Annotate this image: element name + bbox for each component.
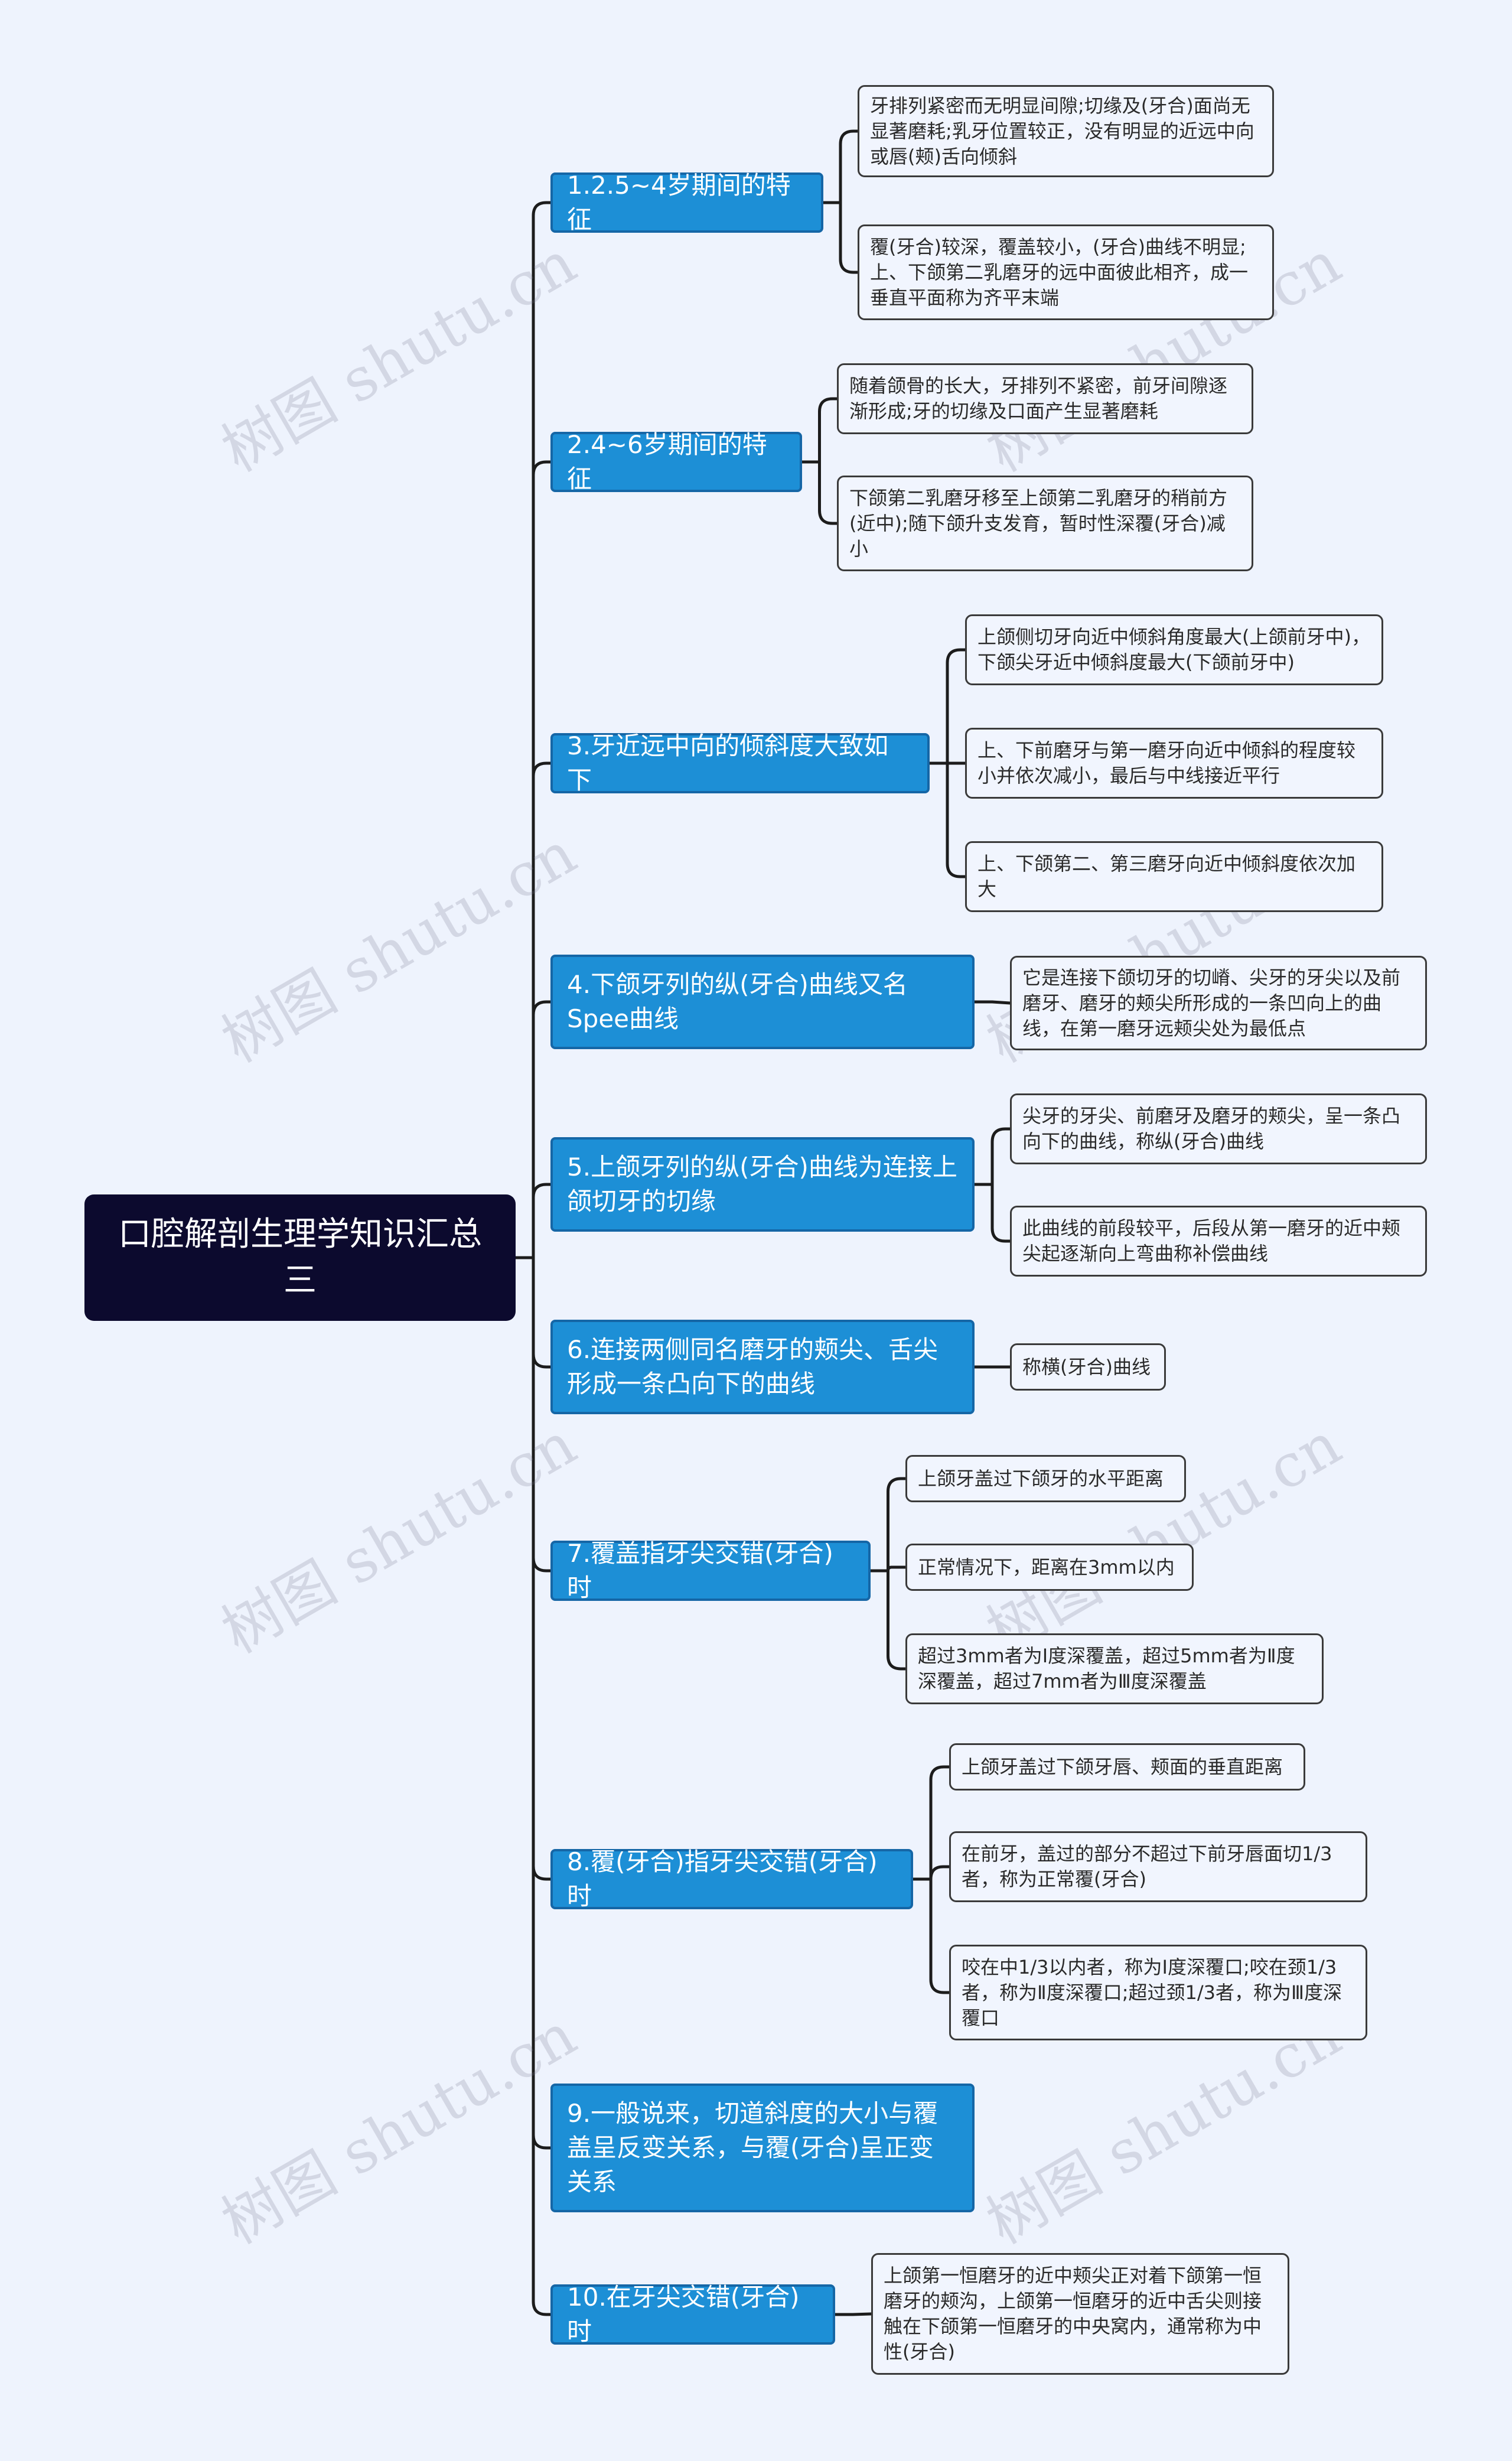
root-connector (532, 761, 552, 1259)
leaf-node[interactable]: 上、下前磨牙与第一磨牙向近中倾斜的程度较小并依次减小，最后与中线接近平行 (965, 728, 1383, 799)
root-connector (532, 1256, 552, 1573)
leaf-text: 上颌牙盖过下颌牙的水平距离 (918, 1467, 1164, 1490)
leaf-text: 咬在中1/3以内者，称为Ⅰ度深覆口;咬在颈1/3者，称为Ⅱ度深覆口;超过颈1/3… (962, 1955, 1342, 2029)
leaf-node[interactable]: 上颌第一恒磨牙的近中颊尖正对着下颌第一恒磨牙的颊沟，上颌第一恒磨牙的近中舌尖则接… (871, 2253, 1289, 2375)
leaf-text: 牙排列紧密而无明显间隙;切缘及(牙合)面尚无显著磨耗;乳牙位置较正，没有明显的近… (870, 94, 1254, 168)
leaf-node[interactable]: 正常情况下，距离在3mm以内 (905, 1544, 1194, 1591)
leaf-node[interactable]: 称横(牙合)曲线 (1010, 1343, 1166, 1391)
leaf-node[interactable]: 上、下颌第二、第三磨牙向近中倾斜度依次加大 (965, 841, 1383, 912)
branch-node[interactable]: 5.上颌牙列的纵(牙合)曲线为连接上颌切牙的切缘 (550, 1137, 975, 1232)
branch-label: 1.2.5~4岁期间的特征 (567, 171, 791, 234)
root-label: 口腔解剖生理学知识汇总三 (118, 1215, 482, 1300)
root-connector (532, 201, 552, 1259)
branch-connector (929, 1765, 951, 1881)
branch-label: 6.连接两侧同名磨牙的颊尖、舌尖形成一条凸向下的曲线 (567, 1335, 939, 1398)
branch-label: 9.一般说来，切道斜度的大小与覆盖呈反变关系，与覆(牙合)呈正变关系 (567, 2099, 939, 2196)
branch-node[interactable]: 4.下颌牙列的纵(牙合)曲线又名Spee曲线 (550, 955, 975, 1049)
leaf-text: 在前牙，盖过的部分不超过下前牙唇面切1/3者，称为正常覆(牙合) (962, 1843, 1332, 1890)
branch-label: 8.覆(牙合)指牙尖交错(牙合)时 (567, 1847, 878, 1910)
leaf-node[interactable]: 上颌牙盖过下颌牙的水平距离 (905, 1455, 1186, 1502)
leaf-node[interactable]: 下颌第二乳磨牙移至上颌第二乳磨牙的稍前方(近中);随下颌升支发育，暂时性深覆(牙… (837, 476, 1253, 571)
root-connector (532, 1183, 552, 1259)
branch-connector (946, 761, 967, 878)
leaf-text: 随着颌骨的长大，牙排列不紧密，前牙间隙逐渐形成;牙的切缘及口面产生显著磨耗 (849, 375, 1228, 422)
root-connector (532, 1256, 552, 2150)
leaf-node[interactable]: 超过3mm者为Ⅰ度深覆盖，超过5mm者为Ⅱ度深覆盖，超过7mm者为Ⅲ度深覆盖 (905, 1633, 1324, 1704)
branch-connector (887, 1565, 907, 1573)
leaf-text: 下颌第二乳磨牙移至上颌第二乳磨牙的稍前方(近中);随下颌升支发育，暂时性深覆(牙… (849, 486, 1228, 560)
root-connector (532, 1256, 552, 2316)
branch-connector (990, 1000, 1012, 1005)
leaf-text: 它是连接下颌切牙的切嵴、尖牙的牙尖以及前磨牙、磨牙的颊尖所形成的一条凹向上的曲线… (1022, 966, 1401, 1040)
branch-label: 4.下颌牙列的纵(牙合)曲线又名Spee曲线 (567, 970, 908, 1033)
branch-connector (990, 1127, 1012, 1186)
branch-connector (929, 1877, 951, 1994)
branch-node[interactable]: 9.一般说来，切道斜度的大小与覆盖呈反变关系，与覆(牙合)呈正变关系 (550, 2084, 975, 2212)
leaf-text: 上、下前磨牙与第一磨牙向近中倾斜的程度较小并依次减小，最后与中线接近平行 (977, 739, 1356, 787)
leaf-node[interactable]: 上颌牙盖过下颌牙唇、颊面的垂直距离 (949, 1743, 1305, 1791)
leaf-node[interactable]: 咬在中1/3以内者，称为Ⅰ度深覆口;咬在颈1/3者，称为Ⅱ度深覆口;超过颈1/3… (949, 1945, 1367, 2040)
leaf-text: 此曲线的前段较平，后段从第一磨牙的近中颊尖起逐渐向上弯曲称补偿曲线 (1022, 1217, 1401, 1265)
leaf-node[interactable]: 尖牙的牙尖、前磨牙及磨牙的颊尖，呈一条凸向下的曲线，称纵(牙合)曲线 (1010, 1093, 1427, 1164)
branch-node[interactable]: 6.连接两侧同名磨牙的颊尖、舌尖形成一条凸向下的曲线 (550, 1320, 975, 1414)
leaf-text: 尖牙的牙尖、前磨牙及磨牙的颊尖，呈一条凸向下的曲线，称纵(牙合)曲线 (1022, 1105, 1401, 1153)
branch-node[interactable]: 7.覆盖指牙尖交错(牙合)时 (550, 1539, 871, 1602)
branch-connector (887, 1569, 907, 1671)
leaf-text: 上颌牙盖过下颌牙唇、颊面的垂直距离 (962, 1755, 1283, 1778)
leaf-text: 上、下颌第二、第三磨牙向近中倾斜度依次加大 (977, 852, 1356, 900)
leaf-node[interactable]: 随着颌骨的长大，牙排列不紧密，前牙间隙逐渐形成;牙的切缘及口面产生显著磨耗 (837, 363, 1253, 434)
branch-connector (887, 1477, 907, 1573)
branch-label: 3.牙近远中向的倾斜度大致如下 (567, 731, 889, 795)
branch-connector (990, 1183, 1012, 1243)
root-connector (532, 1000, 552, 1259)
leaf-node[interactable]: 牙排列紧密而无明显间隙;切缘及(牙合)面尚无显著磨耗;乳牙位置较正，没有明显的近… (858, 85, 1274, 177)
leaf-text: 超过3mm者为Ⅰ度深覆盖，超过5mm者为Ⅱ度深覆盖，超过7mm者为Ⅲ度深覆盖 (918, 1645, 1295, 1692)
branch-connector (946, 648, 967, 765)
root-connector (532, 1256, 552, 1369)
leaf-node[interactable]: 在前牙，盖过的部分不超过下前牙唇面切1/3者，称为正常覆(牙合) (949, 1831, 1367, 1902)
leaf-node[interactable]: 覆(牙合)较深，覆盖较小，(牙合)曲线不明显;上、下颌第二乳磨牙的远中面彼此相齐… (858, 224, 1274, 320)
leaf-text: 上颌第一恒磨牙的近中颊尖正对着下颌第一恒磨牙的颊沟，上颌第一恒磨牙的近中舌尖则接… (884, 2264, 1262, 2363)
leaf-node[interactable]: 上颌侧切牙向近中倾斜角度最大(上颌前牙中)，下颌尖牙近中倾斜度最大(下颌前牙中) (965, 614, 1383, 685)
leaf-node[interactable]: 它是连接下颌切牙的切嵴、尖牙的牙尖以及前磨牙、磨牙的颊尖所形成的一条凹向上的曲线… (1010, 956, 1427, 1050)
root-connector (532, 460, 552, 1259)
branch-node[interactable]: 2.4~6岁期间的特征 (550, 430, 802, 493)
branch-label: 2.4~6岁期间的特征 (567, 430, 767, 493)
branch-node[interactable]: 8.覆(牙合)指牙尖交错(牙合)时 (550, 1847, 913, 1910)
leaf-text: 称横(牙合)曲线 (1022, 1355, 1151, 1378)
branch-connector (818, 397, 839, 464)
branch-node[interactable]: 1.2.5~4岁期间的特征 (550, 171, 823, 234)
branch-connector (839, 129, 859, 204)
branch-node[interactable]: 10.在牙尖交错(牙合)时 (550, 2283, 835, 2346)
root-node[interactable]: 口腔解剖生理学知识汇总三 (84, 1194, 516, 1321)
branch-label: 5.上颌牙列的纵(牙合)曲线为连接上颌切牙的切缘 (567, 1153, 957, 1216)
branch-connector (818, 460, 839, 525)
leaf-text: 上颌侧切牙向近中倾斜角度最大(上颌前牙中)，下颌尖牙近中倾斜度最大(下颌前牙中) (977, 626, 1370, 673)
branch-node[interactable]: 3.牙近远中向的倾斜度大致如下 (550, 731, 930, 795)
leaf-text: 正常情况下，距离在3mm以内 (918, 1555, 1175, 1578)
leaf-node[interactable]: 此曲线的前段较平，后段从第一磨牙的近中颊尖起逐渐向上弯曲称补偿曲线 (1010, 1206, 1427, 1277)
leaf-text: 覆(牙合)较深，覆盖较小，(牙合)曲线不明显;上、下颌第二乳磨牙的远中面彼此相齐… (870, 235, 1249, 309)
branch-label: 7.覆盖指牙尖交错(牙合)时 (567, 1539, 833, 1602)
branch-label: 10.在牙尖交错(牙合)时 (567, 2283, 800, 2346)
branch-connector (839, 201, 859, 274)
branch-connector (929, 1865, 951, 1881)
